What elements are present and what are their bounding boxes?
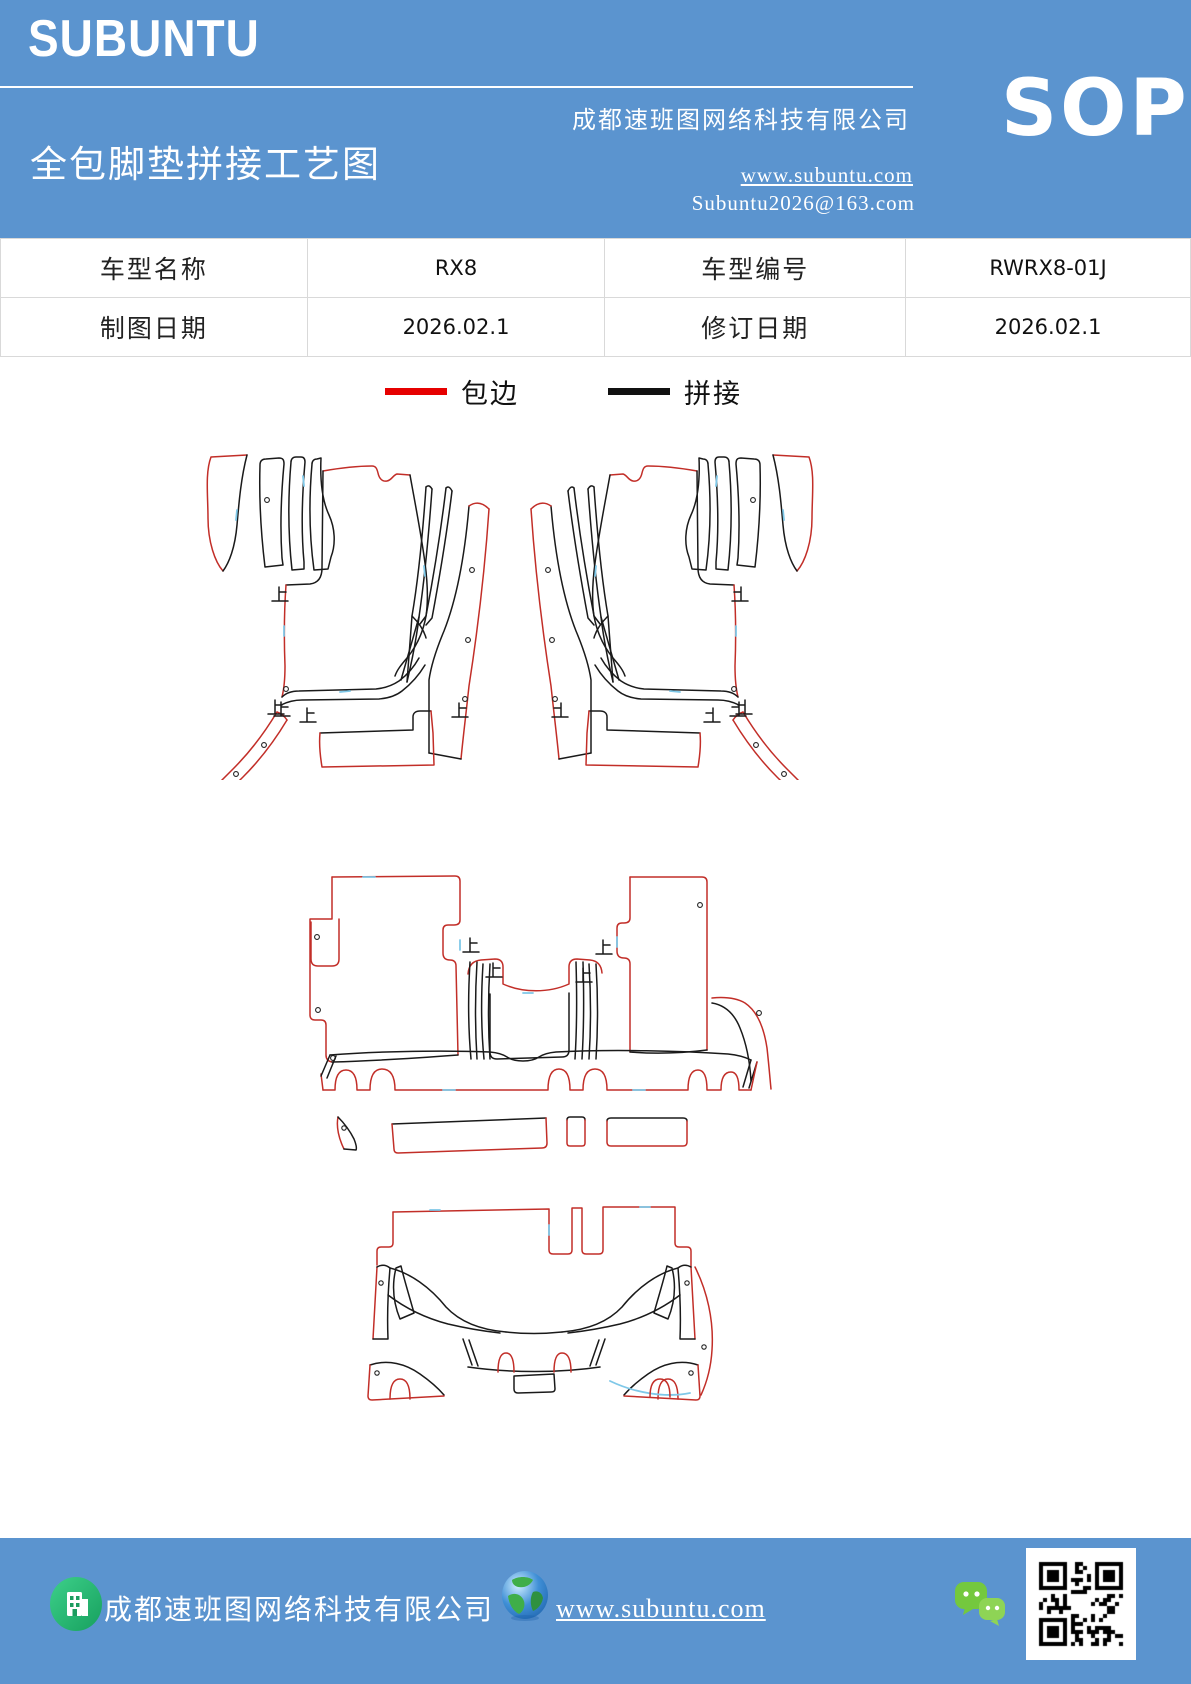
draw-date-label: 制图日期 [0,297,308,357]
black-line-swatch [608,387,670,395]
model-name-label: 车型名称 [0,238,308,298]
header-company-name: 成都速班图网络科技有限公司 [572,108,910,134]
company-logo-icon [50,1577,102,1631]
red-line-swatch [385,387,447,395]
model-code-label: 车型编号 [604,238,907,298]
second-row-mats-drawing [309,875,772,1091]
trunk-mats-drawing [336,1116,714,1401]
model-code-value: RWRX8-01J [905,238,1191,298]
header-website-link[interactable]: www.subuntu.com [740,163,913,187]
footer-band: 成都速班图网络科技有限公司 www.subuntu.com [0,1538,1191,1684]
revise-date-value: 2026.02.1 [905,297,1191,357]
header-email: Subuntu2026@163.com [691,191,915,215]
brand-logo: SUBUNTU [28,9,260,68]
revise-date-label: 修订日期 [604,297,907,357]
table-row: 制图日期 2026.02.1 修订日期 2026.02.1 [0,297,1191,357]
table-row: 车型名称 RX8 车型编号 RWRX8-01J [0,238,1191,298]
qr-code [1026,1548,1136,1660]
legend-label: 包边 [461,378,519,409]
legend-label: 拼接 [684,378,742,409]
footer-website-link[interactable]: www.subuntu.com [556,1594,766,1623]
sop-label: SOP [1001,64,1190,154]
legend-edge-binding: 包边 [385,374,519,409]
header-divider [0,86,913,88]
front-mats-drawing [206,418,840,780]
page-title: 全包脚垫拼接工艺图 [30,145,381,186]
footer-company-name: 成都速班图网络科技有限公司 [104,1595,495,1626]
globe-icon [502,1571,548,1621]
legend-splice: 拼接 [608,374,742,409]
wechat-icon [955,1582,1005,1626]
model-name-value: RX8 [306,238,606,298]
draw-date-value: 2026.02.1 [306,297,606,357]
header-band: SUBUNTU 全包脚垫拼接工艺图 成都速班图网络科技有限公司 www.subu… [0,0,1191,238]
vehicle-info-table: 车型名称 RX8 车型编号 RWRX8-01J 制图日期 2026.02.1 修… [0,238,1191,357]
